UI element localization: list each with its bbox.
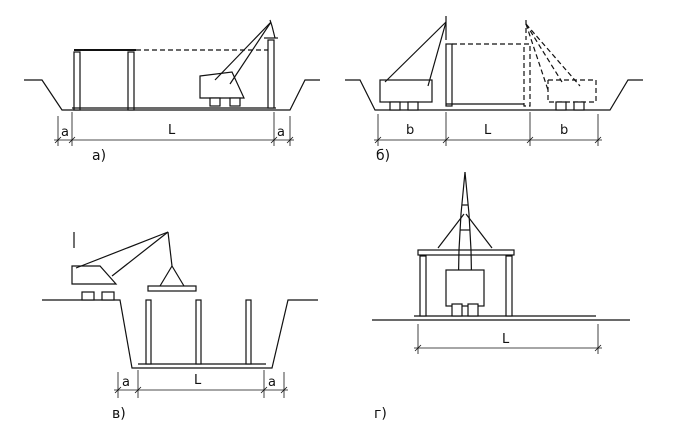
structure-a [72, 49, 276, 111]
crane-g [437, 171, 493, 317]
pit-b [345, 79, 643, 111]
dim-L-label: L [484, 123, 492, 138]
dim-a-right-label: a [268, 375, 276, 390]
crane-b-left [379, 16, 447, 111]
crane-v [71, 231, 197, 301]
structure-v [138, 299, 266, 365]
ground-g [372, 315, 630, 321]
structure-b [445, 43, 531, 107]
caption-v: в) [112, 406, 126, 422]
dimension-a: a L a [54, 112, 294, 146]
dim-a-right-label: a [277, 125, 285, 140]
dimension-b: b L b [374, 112, 602, 146]
crane-b-right-ghost [525, 20, 597, 111]
dim-a-left-label: a [61, 125, 69, 140]
panel-v: a L a в) [42, 231, 318, 422]
panel-g: L г) [372, 171, 630, 422]
crane-a [136, 19, 278, 109]
structure-g [417, 249, 515, 317]
dim-b-left-label: b [406, 123, 414, 138]
caption-g: г) [374, 406, 387, 422]
panel-b: b L b б) [345, 16, 643, 164]
dim-b-right-label: b [560, 123, 568, 138]
dimension-v: a L a [114, 370, 288, 398]
dim-L-label: L [168, 123, 176, 138]
trench-v [42, 299, 318, 369]
dim-L-label: L [502, 332, 510, 347]
caption-b: б) [376, 148, 390, 164]
dim-L-label: L [194, 373, 202, 388]
caption-a: а) [92, 148, 106, 164]
dimension-g: L [414, 324, 602, 354]
pit-a [24, 79, 320, 111]
dim-a-left-label: a [122, 375, 130, 390]
panel-a: a L a а) [24, 19, 320, 164]
